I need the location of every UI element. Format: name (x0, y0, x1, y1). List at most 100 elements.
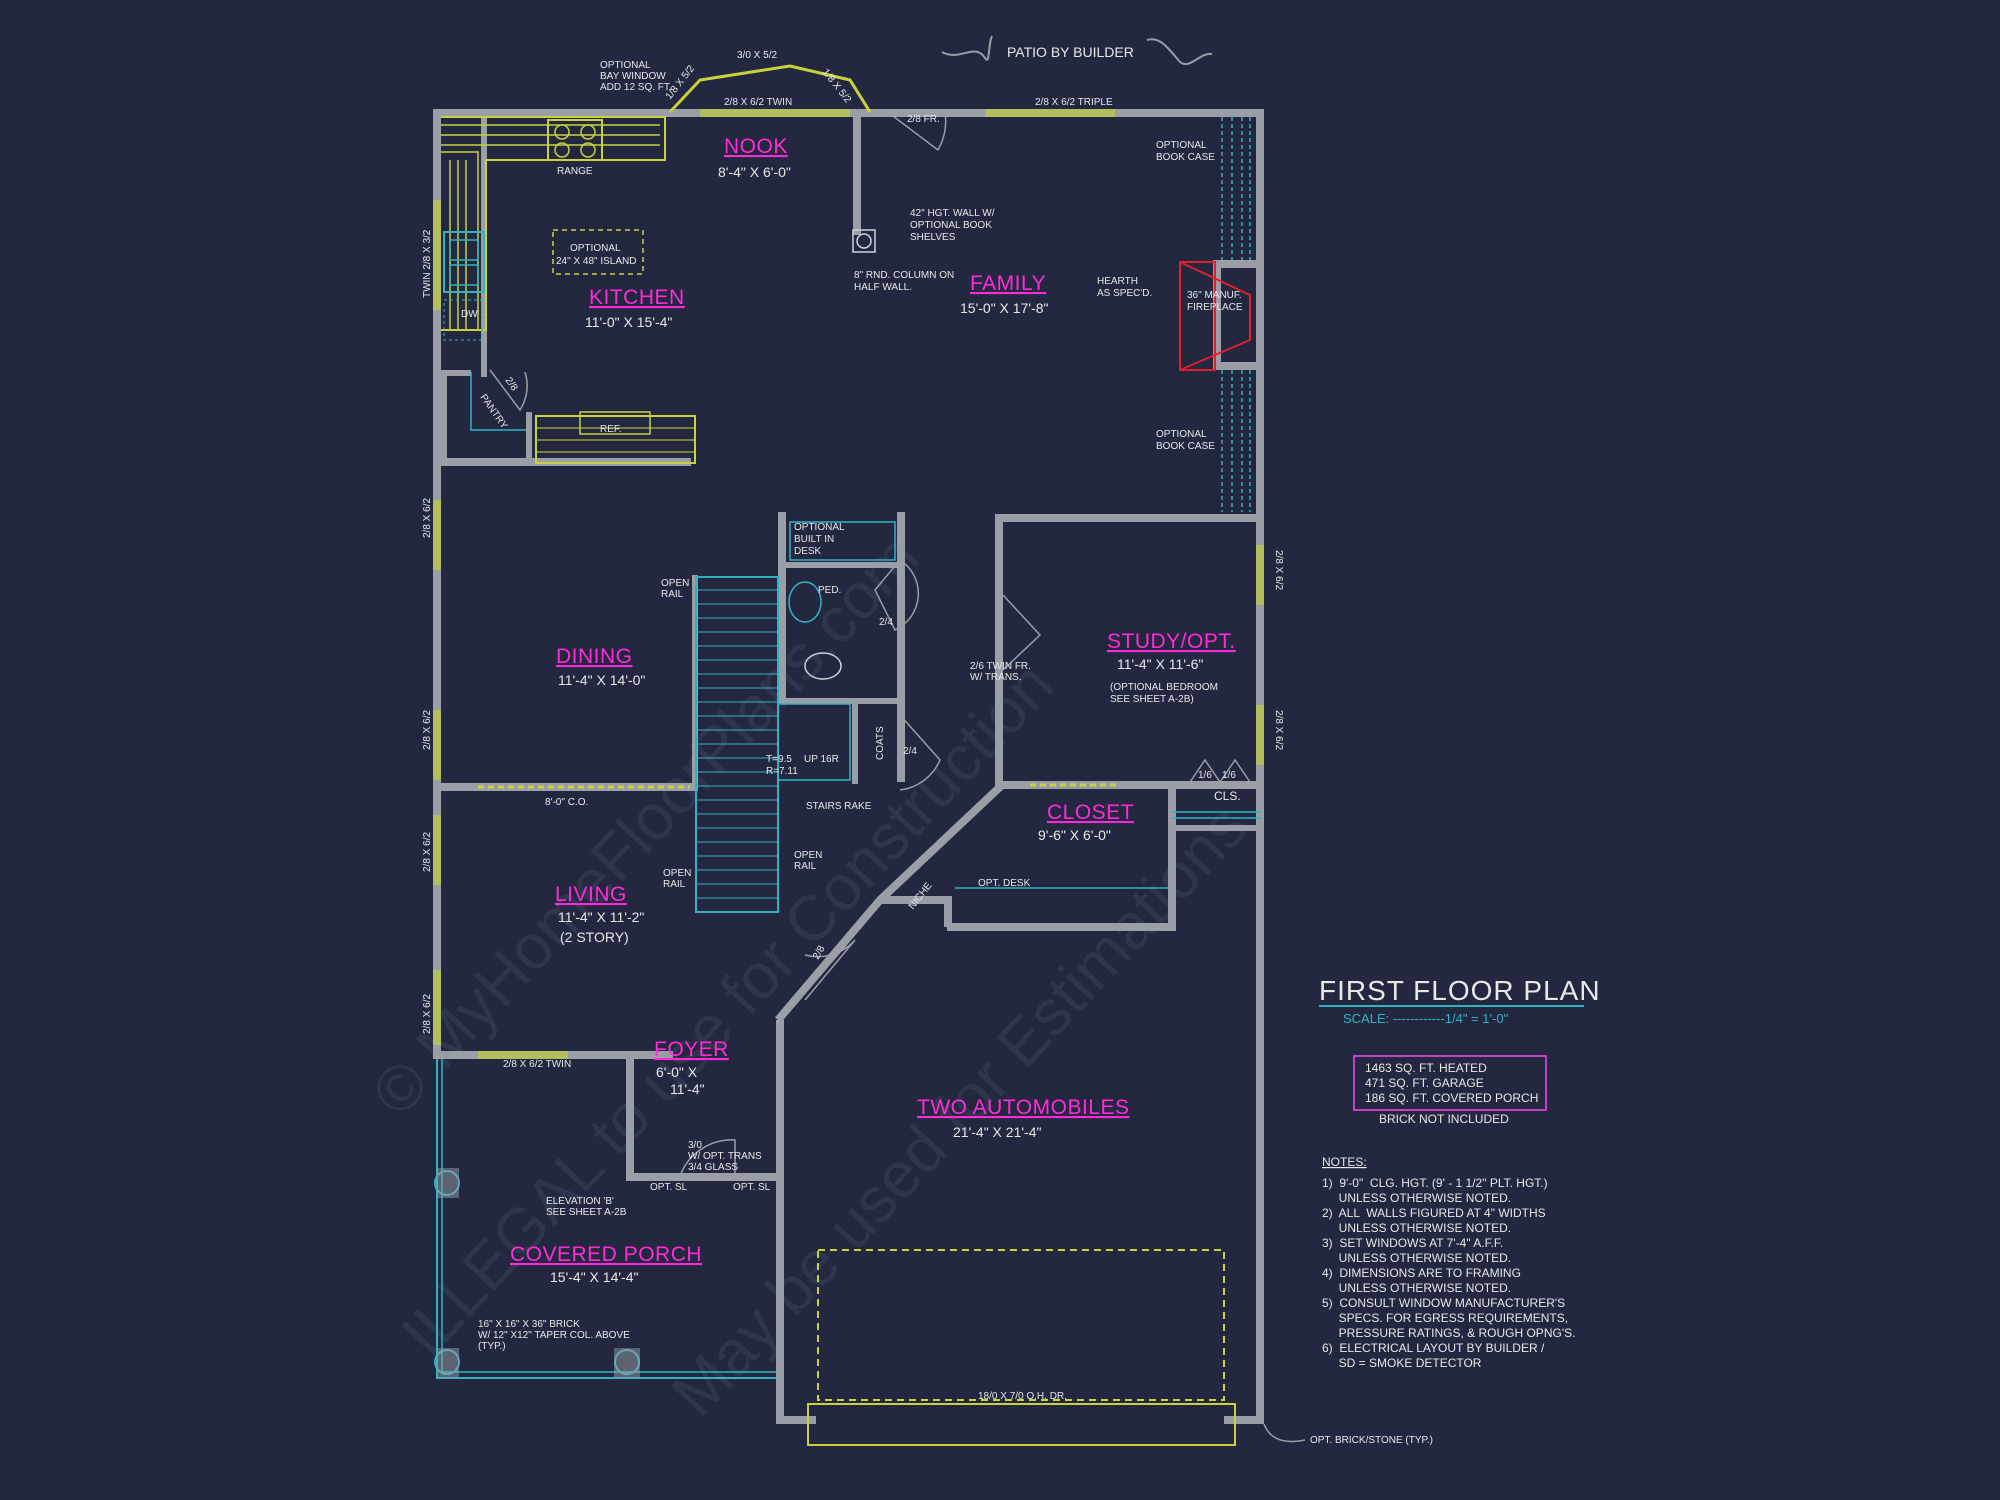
window-study-1: 2/8 X 6/2 (1273, 550, 1284, 590)
room-name-family: FAMILY (970, 272, 1046, 295)
notes: NOTES: 1) 9'-0" CLG. HGT. (9' - 1 1/2" P… (1322, 1155, 1575, 1370)
twin-window-foyer: 2/8 X 6/2 TWIN (503, 1059, 571, 1070)
entry-door-note-3: 3/4 GLASS (688, 1162, 738, 1173)
bay-note-1: OPTIONAL (600, 60, 651, 71)
tread-note: T=9.5 (766, 754, 792, 765)
note-line: UNLESS OTHERWISE NOTED. (1322, 1281, 1511, 1295)
note-line: UNLESS OTHERWISE NOTED. (1322, 1221, 1511, 1235)
room-name-dining: DINING (556, 645, 633, 668)
fireplace-note-1: 36" MANUF. (1187, 290, 1242, 301)
twin-window-left: TWIN 2/8 X 3/2 (422, 229, 433, 298)
pedestal-label: PED. (818, 585, 841, 596)
fireplace-note-2: FIREPLACE (1187, 302, 1243, 313)
window-living-2: 2/8 X 6/2 (422, 994, 433, 1034)
elevation-note-1: ELEVATION 'B' (546, 1196, 614, 1207)
area-porch: 186 SQ. FT. COVERED PORCH (1365, 1091, 1538, 1105)
coats-label: COATS (875, 726, 886, 760)
bay-size-right: 1/8 X 5/2 (820, 67, 854, 106)
stair-up-label: UP 16R (804, 754, 839, 765)
bookcase-note-1: OPTIONAL (1156, 140, 1207, 151)
title-block: FIRST FLOOR PLAN SCALE: ------------1/4"… (1319, 975, 1601, 1126)
optional-brick-label: OPT. BRICK/STONE (TYP.) (1310, 1435, 1433, 1446)
entry-door-note-2: W/ OPT. TRANS (688, 1151, 762, 1162)
bay-size-top: 3/0 X 5/2 (737, 50, 777, 61)
bookcase-note-4: BOOK CASE (1156, 441, 1215, 452)
window-dining-2: 2/8 X 6/2 (422, 710, 433, 750)
area-garage: 471 SQ. FT. GARAGE (1365, 1076, 1484, 1090)
refrigerator-label: REF. (600, 424, 622, 435)
sidelight-1: OPT. SL (650, 1182, 688, 1193)
range-label: RANGE (557, 166, 593, 177)
room-dim-dining: 11'-4" X 14'-0" (558, 672, 645, 688)
twin-french-note-2: W/ TRANS. (970, 672, 1021, 683)
room-name-foyer: FOYER (654, 1038, 729, 1061)
twin-window-top: 2/8 X 6/2 TWIN (724, 97, 792, 108)
overhead-door-label: 18/0 X 7/0 O.H. DR. (978, 1391, 1067, 1402)
window-study-2: 2/8 X 6/2 (1273, 710, 1284, 750)
room-name-closet: CLOSET (1047, 801, 1134, 824)
twin-french-note-1: 2/6 TWIN FR. (970, 661, 1031, 672)
open-rail-2a: OPEN (663, 868, 691, 879)
open-rail-3a: OPEN (794, 850, 822, 861)
watermark-line-1: © MyHomeFloorPlans.com (358, 521, 933, 1130)
note-line: UNLESS OTHERWISE NOTED. (1322, 1251, 1511, 1265)
fireplace-outline (1179, 261, 1251, 371)
room-dim-closet: 9'-6" X 6'-0" (1038, 827, 1111, 843)
cased-opening-label: 8'-0" C.O. (545, 797, 588, 808)
column-note-2: HALF WALL. (854, 282, 912, 293)
bookcase-note-3: OPTIONAL (1156, 429, 1207, 440)
door-16-b: 1/6 (1222, 770, 1236, 781)
room-dim-garage: 21'-4" X 21'-4" (953, 1124, 1041, 1140)
note-line: SD = SMOKE DETECTOR (1322, 1356, 1482, 1370)
note-line: 3) SET WINDOWS AT 7'-4" A.F.F. (1322, 1236, 1503, 1250)
note-line: 2) ALL WALLS FIGURED AT 4" WIDTHS (1322, 1206, 1546, 1220)
pantry-label: PANTRY (478, 392, 510, 431)
room-dim-foyer-1: 6'-0" X (656, 1064, 698, 1080)
notes-heading: NOTES: (1322, 1155, 1367, 1169)
brick-not-included: BRICK NOT INCLUDED (1379, 1112, 1509, 1126)
open-rail-1b: RAIL (661, 589, 684, 600)
hearth-note-2: AS SPEC'D. (1097, 288, 1152, 299)
room-dim-porch: 15'-4" X 14'-4" (550, 1269, 638, 1285)
desk-note-1: OPTIONAL (794, 522, 845, 533)
riser-note: R=7.11 (766, 766, 798, 777)
patio-label: PATIO BY BUILDER (1007, 44, 1134, 60)
island-note-1: OPTIONAL (570, 243, 621, 254)
plan-title: FIRST FLOOR PLAN (1319, 975, 1601, 1006)
room-name-porch: COVERED PORCH (510, 1243, 702, 1266)
sidelight-2: OPT. SL (733, 1182, 771, 1193)
area-heated: 1463 SQ. FT. HEATED (1365, 1061, 1487, 1075)
cyan-elements (434, 117, 1262, 1379)
elevation-note-2: SEE SHEET A-2B (546, 1207, 627, 1218)
island-note-2: 24" X 48" ISLAND (556, 256, 636, 267)
room-dim-living: 11'-4" X 11'-2" (558, 909, 644, 925)
note-line: 5) CONSULT WINDOW MANUFACTURER'S (1322, 1296, 1565, 1310)
room-name-nook: NOOK (724, 135, 788, 158)
note-line: 1) 9'-0" CLG. HGT. (9' - 1 1/2" PLT. HGT… (1322, 1176, 1548, 1190)
note-line: SPECS. FOR EGRESS REQUIREMENTS, (1322, 1311, 1568, 1325)
column-note-1: 8" RND. COLUMN ON (854, 270, 954, 281)
room-dim-foyer-2: 11'-4" (670, 1081, 705, 1097)
room-name-kitchen: KITCHEN (589, 286, 685, 309)
window-living-1: 2/8 X 6/2 (422, 832, 433, 872)
door-24-a: 2/4 (879, 617, 893, 628)
half-wall-note-1: 42" HGT. WALL W/ (910, 208, 995, 219)
closet-short-label: CLS. (1214, 789, 1241, 803)
half-wall-note-2: OPTIONAL BOOK (910, 220, 992, 231)
half-wall-note-3: SHELVES (910, 232, 956, 243)
open-rail-2b: RAIL (663, 879, 686, 890)
window-dining-1: 2/8 X 6/2 (422, 498, 433, 538)
hearth-note-1: HEARTH (1097, 276, 1138, 287)
room-dim-family: 15'-0" X 17'-8" (960, 300, 1048, 316)
annotations: OPTIONAL BAY WINDOW ADD 12 SQ. FT. 3/0 X… (422, 50, 1433, 1446)
french-door-label: 2/8 FR. (907, 114, 940, 125)
bay-note-2: BAY WINDOW (600, 71, 666, 82)
room-dim-study: 11'-4" X 11'-6" (1117, 656, 1203, 672)
study-note-1: (OPTIONAL BEDROOM (1110, 682, 1218, 693)
note-line: 6) ELECTRICAL LAYOUT BY BUILDER / (1322, 1341, 1545, 1355)
entry-door-note-1: 3/0 (688, 1140, 702, 1151)
dishwasher-label: DW (461, 309, 478, 320)
room-name-living: LIVING (555, 883, 627, 906)
study-note-2: SEE SHEET A-2B) (1110, 694, 1194, 705)
